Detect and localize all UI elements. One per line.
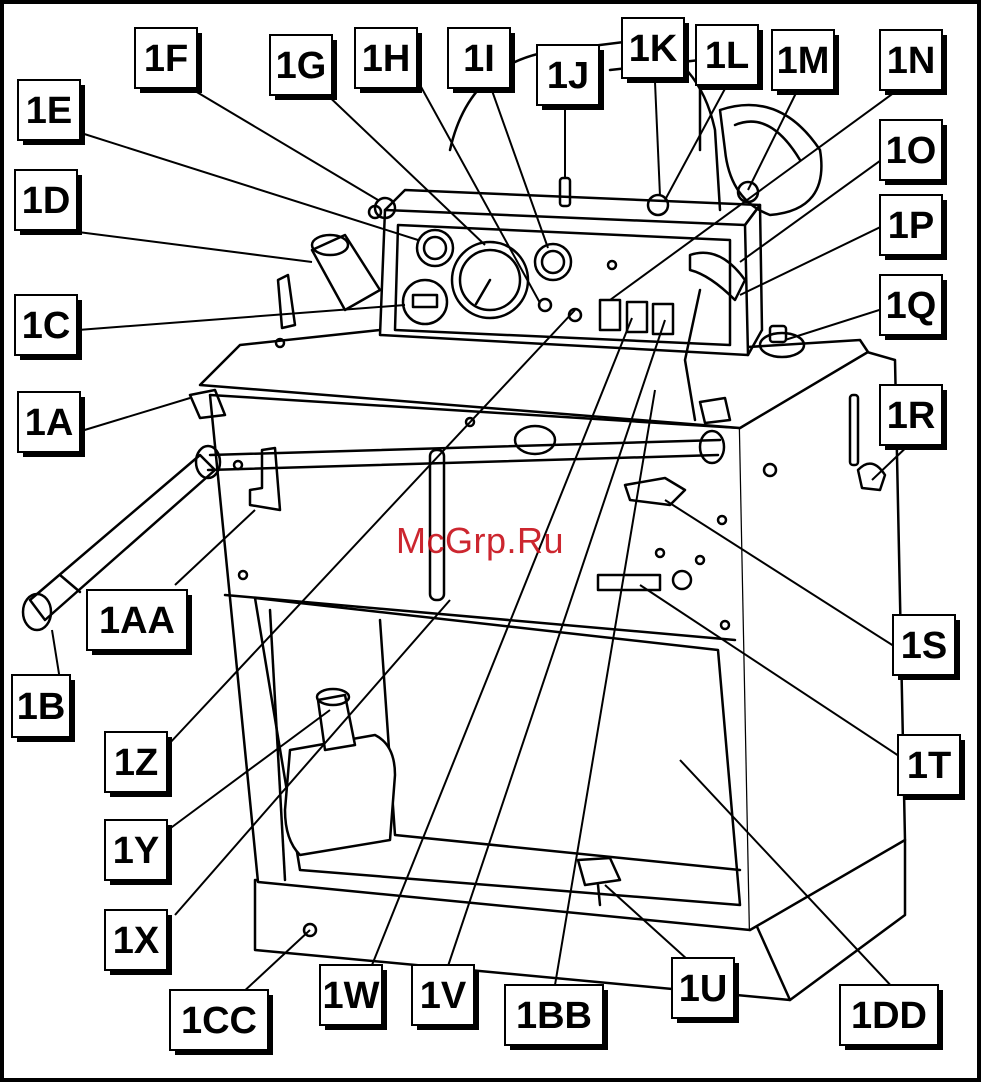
callout-label: 1O (886, 130, 937, 172)
callout-1g: 1G (270, 35, 337, 100)
callout-label: 1A (25, 402, 74, 444)
callout-1u: 1U (672, 958, 739, 1023)
callout-label: 1C (22, 305, 71, 347)
callout-1v: 1V (412, 965, 479, 1030)
callout-label: 1L (705, 35, 749, 77)
callout-1w: 1W (320, 965, 387, 1030)
callout-label: 1S (901, 625, 947, 667)
callout-label: 1CC (181, 1000, 257, 1042)
callout-1dd: 1DD (840, 985, 943, 1050)
callout-1l: 1L (696, 25, 763, 90)
callout-1c: 1C (15, 295, 82, 360)
callout-1j: 1J (537, 45, 604, 110)
callout-label: 1P (888, 205, 934, 247)
air-intake (720, 105, 821, 215)
callout-1b: 1B (12, 675, 75, 742)
callout-label: 1W (323, 975, 380, 1017)
callout-label: 1F (144, 38, 188, 80)
callout-1q: 1Q (880, 275, 947, 340)
callout-label: 1D (22, 180, 71, 222)
callout-label: 1AA (99, 600, 175, 642)
callout-label: 1X (113, 920, 160, 962)
callout-1s: 1S (893, 615, 960, 680)
callout-1aa: 1AA (87, 590, 192, 655)
callout-1e: 1E (18, 80, 85, 145)
callout-label: 1E (26, 90, 72, 132)
callout-label: 1Q (886, 285, 937, 327)
watermark-text: McGrp.Ru (396, 520, 564, 562)
callout-label: 1DD (851, 995, 927, 1037)
callout-label: 1Z (114, 742, 158, 784)
callout-1bb: 1BB (505, 985, 608, 1050)
cabinet-front (210, 395, 750, 930)
callout-label: 1I (463, 38, 495, 80)
callout-label: 1Y (113, 830, 159, 872)
callout-1n: 1N (880, 30, 947, 95)
callout-label: 1N (887, 40, 936, 82)
callout-1i: 1I (448, 28, 515, 93)
callout-1r: 1R (880, 385, 947, 450)
callout-1z: 1Z (105, 732, 172, 797)
callout-label: 1M (777, 40, 830, 82)
callout-label: 1V (420, 975, 467, 1017)
callout-1h: 1H (355, 28, 422, 93)
callout-1x: 1X (105, 910, 172, 975)
callout-1o: 1O (880, 120, 947, 185)
callout-1m: 1M (772, 30, 839, 95)
callout-label: 1BB (516, 995, 592, 1037)
callout-label: 1U (679, 968, 728, 1010)
callout-label: 1T (907, 745, 951, 787)
callout-1k: 1K (622, 18, 689, 83)
callout-label: 1R (887, 395, 936, 437)
callout-label: 1B (17, 686, 66, 728)
callout-1y: 1Y (105, 820, 172, 885)
callout-1d: 1D (15, 170, 82, 235)
callout-1f: 1F (135, 28, 202, 93)
callout-label: 1H (362, 38, 411, 80)
oil-reservoir (285, 735, 395, 855)
callout-1p: 1P (880, 195, 947, 260)
callout-label: 1J (547, 55, 589, 97)
fuel-filler (312, 235, 380, 310)
callout-1cc: 1CC (170, 990, 273, 1055)
callout-1t: 1T (898, 735, 965, 800)
callout-label: 1K (629, 28, 678, 70)
callout-1a: 1A (18, 392, 85, 457)
callout-label: 1G (276, 45, 327, 87)
